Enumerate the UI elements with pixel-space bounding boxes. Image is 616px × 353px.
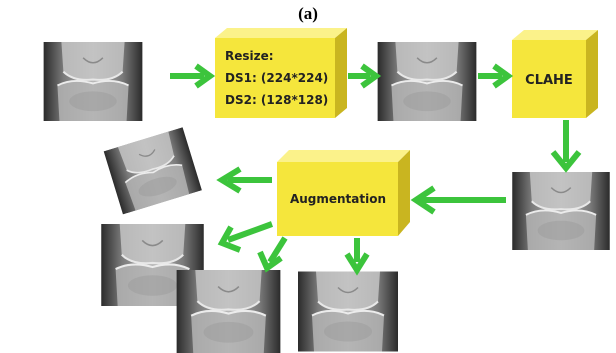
xray-clahe-image (512, 172, 610, 250)
arrow-input-to-resize (170, 66, 210, 86)
resize-line-2: DS1: (224*224) (225, 71, 328, 85)
xray-augmented-rotated-image (104, 127, 202, 214)
arrow-augmentation-to-rotated (222, 169, 272, 191)
augmentation-label: Augmentation (290, 192, 386, 206)
augmentation-box: Augmentation (277, 150, 410, 236)
arrow-image-to-augmentation (416, 188, 506, 212)
clahe-label: CLAHE (525, 73, 573, 88)
resize-box: Resize: DS1: (224*224) DS2: (128*128) (215, 28, 347, 118)
arrow-augmentation-to-image-2 (260, 238, 285, 268)
xray-augmented-image-3 (298, 272, 398, 352)
arrow-resize-to-image (348, 66, 376, 86)
resize-line-3: DS2: (128*128) (225, 93, 328, 107)
xray-resized-image (378, 42, 477, 121)
arrow-clahe-to-image (553, 120, 579, 168)
arrow-image-to-clahe (478, 66, 508, 86)
arrow-augmentation-to-image-1 (222, 224, 272, 250)
xray-input-image (44, 42, 143, 121)
xray-augmented-image-2 (177, 270, 281, 353)
resize-line-1: Resize: (225, 49, 274, 63)
clahe-box: CLAHE (512, 30, 598, 118)
arrow-augmentation-to-image-3 (347, 238, 367, 270)
